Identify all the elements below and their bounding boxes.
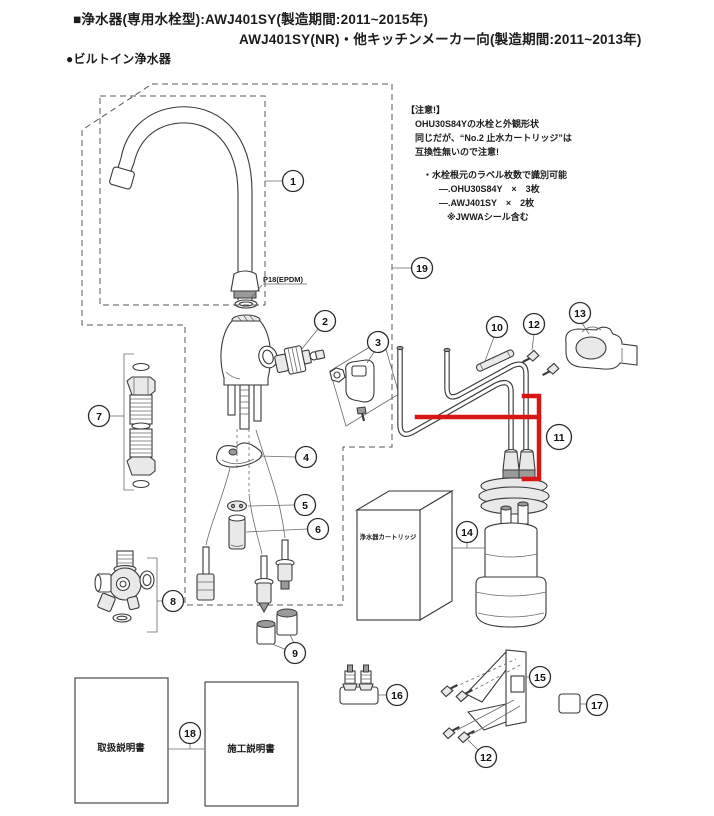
svg-text:15: 15 [534,672,546,684]
svg-text:18: 18 [184,728,196,740]
svg-text:19: 19 [416,263,428,275]
part-3-handle-assembly [329,338,400,427]
part-7-hose [123,353,156,491]
svg-text:8: 8 [170,596,176,608]
p18-text: P18(EPDM) [263,275,304,284]
part-13-clamp [565,326,638,370]
svg-text:12: 12 [480,752,492,764]
caution-note: 【注意!】 OHU30S84Yの水栓と外観形状 同じだが、“No.2 止水カート… [406,104,676,225]
callout-19: 19 [410,256,434,280]
svg-text:5: 5 [302,500,308,512]
callout-8: 8 [161,589,185,613]
part-17-square [558,693,581,714]
page-subtitle: ●ビルトイン浄水器 [66,52,172,66]
callout-11-red: 11 [545,423,573,451]
part-8-branch-valve [94,550,158,633]
svg-text:14: 14 [461,527,473,539]
part-4-crescent [216,442,263,468]
svg-text:13: 13 [574,308,586,320]
doc-install-label: 施工説明書 [227,743,275,755]
caution-title: 【注意!】 [406,105,445,115]
svg-text:9: 9 [292,648,298,660]
part-11-tubes [396,345,536,479]
callout-10: 10 [485,315,509,339]
svg-text:6: 6 [315,524,321,536]
cartridge-box: 浄水器カートリッジ [354,490,455,621]
callout-12-bottom: 12 [474,745,498,769]
doc-manual-label: 取扱説明書 [97,742,145,754]
page-title-line2: AWJ401SY(NR)・他キッチンメーカー向(製造期間:2011~2013年) [239,32,642,47]
part-15-bracket [440,649,527,744]
svg-text:1: 1 [290,176,296,188]
caution-line: OHU30S84Yの水栓と外観形状 [415,118,540,129]
part-14-cartridge: 浄水器カートリッジ [354,477,550,628]
callout-6: 6 [306,517,330,541]
part-1-spout [109,106,260,309]
svg-text:12: 12 [528,319,540,331]
callout-1: 1 [281,169,305,193]
cartridge-box-label: 浄水器カートリッジ [360,532,417,541]
svg-text:11: 11 [553,432,564,444]
caution-line: ―.AWJ401SY × 2枚 [439,197,535,208]
callout-14: 14 [455,520,479,544]
p18-epdm-label: P18(EPDM) [250,275,307,299]
callout-13: 13 [568,301,592,325]
screw-icon [455,688,473,703]
page-title-line1: ■浄水器(専用水栓型):AWJ401SY(製造期間:2011~2015年) [73,12,429,27]
callout-17: 17 [585,693,609,717]
alignment-lines [205,429,286,555]
caution-line: 同じだが、“No.2 止水カートリッジ”は [415,132,572,143]
part-2-cartridge [274,345,326,375]
screw-icon [440,683,458,698]
screw-icon [442,725,460,740]
callout-7: 7 [87,404,111,428]
highlight-bracket-11 [414,393,542,482]
part-5-grommet [226,500,248,512]
screw-icon [542,362,560,377]
check-valves [196,539,295,614]
caution-line: ―.OHU30S84Y × 3枚 [439,183,540,194]
caution-line: ・水栓根元のラベル枚数で識別可能 [423,169,568,180]
callout-18: 18 [178,721,202,745]
tube-connectors [502,448,536,479]
caution-line: ※JWWAシール含む [447,211,529,222]
part-18-documents: 取扱説明書 施工説明書 [74,677,299,807]
dashed-boundaries [81,83,393,606]
screw-icon [522,349,540,364]
svg-text:17: 17 [591,700,603,712]
part-6-spacer [228,514,246,550]
svg-text:10: 10 [491,322,503,334]
svg-text:4: 4 [303,452,309,464]
callout-9: 9 [283,641,307,665]
screw-icon [457,729,475,744]
part-16-manifold [339,664,379,705]
callout-16: 16 [385,683,409,707]
part-9-caps [256,608,298,645]
callout-15: 15 [528,665,552,689]
leader-lines [110,180,590,752]
callout-12-top: 12 [522,312,546,336]
callout-4: 4 [294,445,318,469]
svg-text:3: 3 [375,337,381,349]
caution-line: 互換性無いので注意! [415,146,499,157]
callout-2: 2 [313,309,337,333]
svg-text:16: 16 [391,690,403,702]
callout-5: 5 [293,493,317,517]
callout-3: 3 [366,330,390,354]
part-10-pin [475,349,515,372]
svg-text:2: 2 [322,316,328,328]
svg-text:7: 7 [96,411,102,423]
faucet-body [220,314,278,430]
